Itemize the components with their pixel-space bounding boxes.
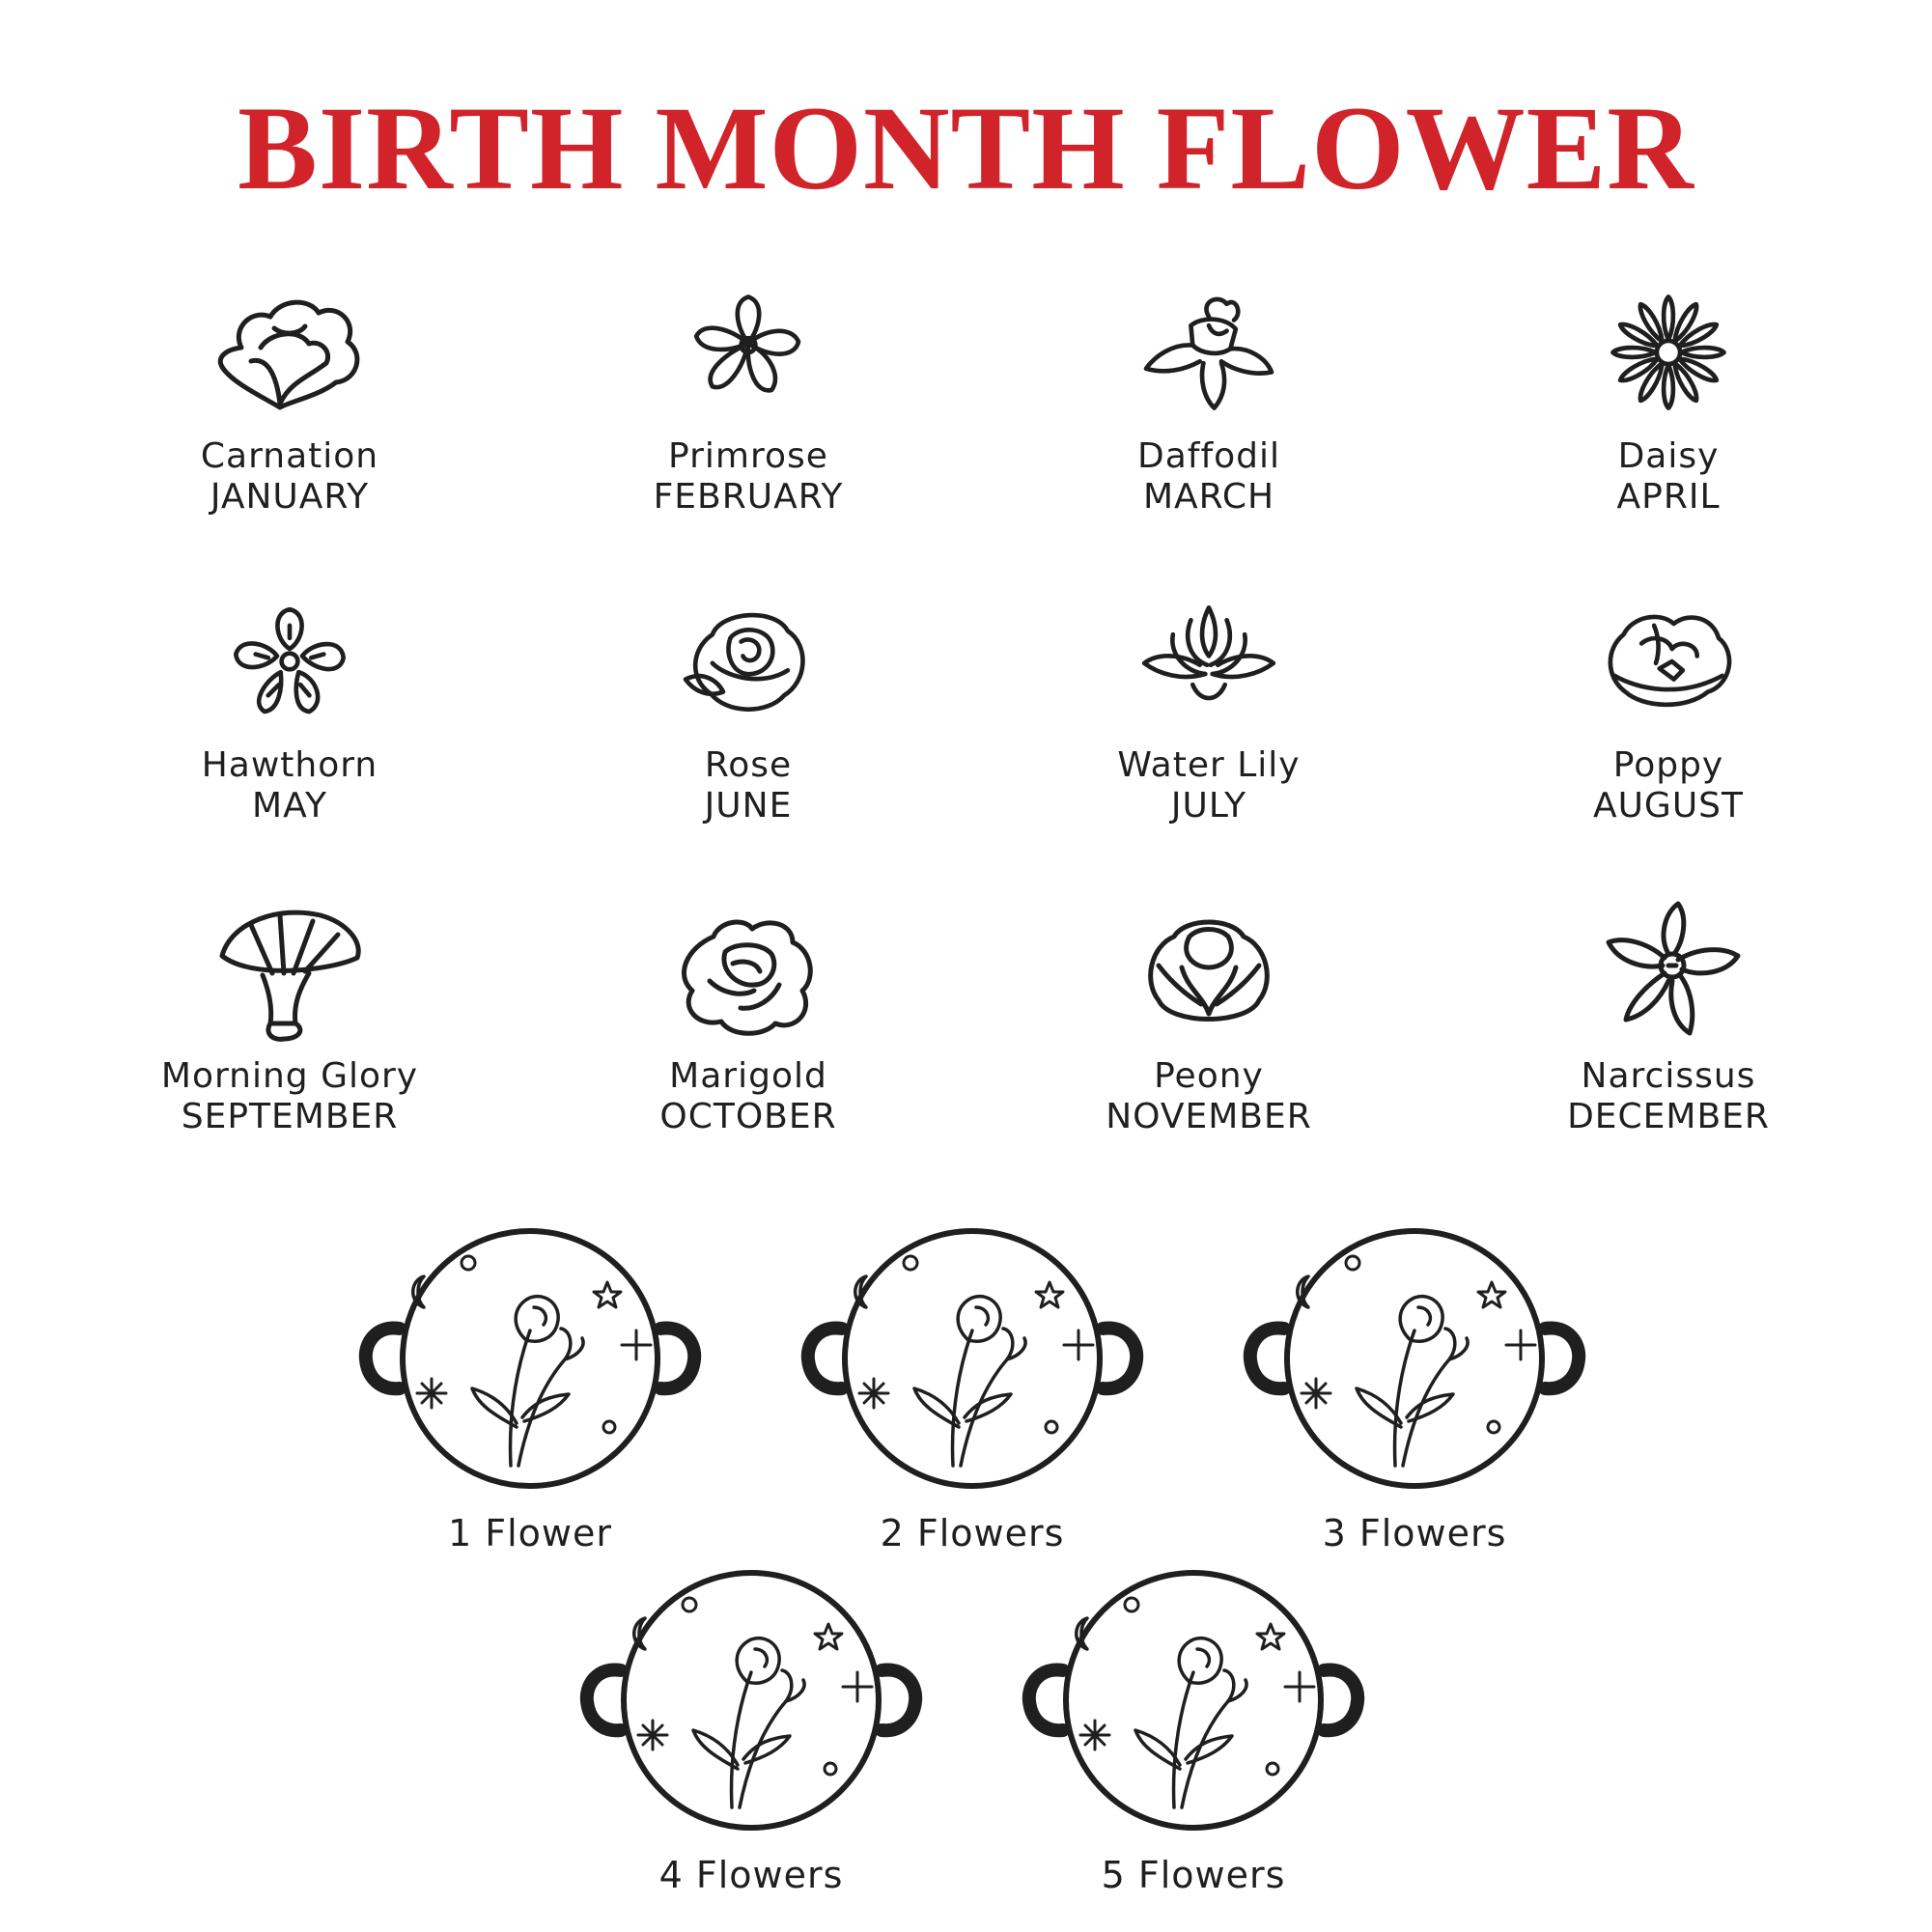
bouquet-charm-icon — [1010, 1566, 1377, 1836]
flower-name: Carnation — [200, 436, 379, 476]
bouquet-charm-icon — [789, 1224, 1156, 1495]
flower-name: Rose — [704, 745, 793, 785]
carnation-icon — [212, 290, 367, 415]
poppy-icon — [1591, 599, 1746, 724]
flower-card-july: Water Lily JULY — [996, 599, 1421, 826]
charm-label: 5 Flowers — [1101, 1854, 1286, 1896]
flower-name: Marigold — [669, 1056, 827, 1096]
flower-card-june: Rose JUNE — [536, 599, 961, 826]
peony-icon — [1132, 908, 1286, 1043]
flower-name: Narcissus — [1581, 1056, 1756, 1096]
flower-name: Primrose — [668, 436, 828, 476]
hawthorn-icon — [222, 599, 357, 724]
daffodil-icon — [1132, 290, 1286, 415]
charm-4-flowers: 4 Flowers — [568, 1566, 935, 1896]
flower-month: MARCH — [1142, 477, 1275, 517]
charm-label: 3 Flowers — [1322, 1512, 1507, 1554]
flower-card-february: Primrose FEBRUARY — [536, 290, 961, 518]
marigold-icon — [671, 908, 826, 1043]
charm-1-flower: 1 Flower — [347, 1224, 714, 1554]
flower-card-january: Carnation JANUARY — [77, 290, 502, 518]
flower-name: Daffodil — [1136, 436, 1280, 476]
morning-glory-icon — [212, 898, 367, 1043]
flower-month: DECEMBER — [1567, 1097, 1770, 1136]
charm-2-flowers: 2 Flowers — [789, 1224, 1156, 1554]
flower-name: Daisy — [1617, 436, 1720, 476]
flower-month: JUNE — [704, 786, 793, 826]
bouquet-charm-icon — [1231, 1224, 1598, 1495]
flower-name: Water Lily — [1117, 745, 1301, 785]
bouquet-charm-icon — [568, 1566, 935, 1836]
charm-label: 4 Flowers — [658, 1854, 844, 1896]
flower-month: APRIL — [1616, 477, 1721, 517]
flower-month: MAY — [252, 786, 327, 826]
flower-card-april: Daisy APRIL — [1456, 290, 1881, 518]
flower-card-august: Poppy AUGUST — [1456, 599, 1881, 826]
flower-month: JANUARY — [210, 477, 370, 517]
flower-month: FEBRUARY — [653, 477, 844, 517]
flower-card-may: Hawthorn MAY — [77, 599, 502, 826]
flower-card-march: Daffodil MARCH — [996, 290, 1421, 518]
bouquet-charm-icon — [347, 1224, 714, 1495]
flower-month: AUGUST — [1592, 786, 1745, 826]
rose-icon — [671, 599, 826, 724]
primrose-icon — [681, 290, 816, 415]
page-title: BIRTH MONTH FLOWER — [238, 82, 1694, 214]
charm-label: 1 Flower — [447, 1512, 612, 1554]
charm-5-flowers: 5 Flowers — [1010, 1566, 1377, 1896]
flower-name: Hawthorn — [201, 745, 378, 785]
flower-month: JULY — [1170, 786, 1247, 826]
flower-card-november: Peony NOVEMBER — [996, 908, 1421, 1137]
charm-3-flowers: 3 Flowers — [1231, 1224, 1598, 1554]
flower-name: Morning Glory — [160, 1056, 419, 1096]
flower-name: Peony — [1154, 1056, 1264, 1096]
flower-card-december: Narcissus DECEMBER — [1456, 898, 1881, 1137]
charm-label: 2 Flowers — [880, 1512, 1065, 1554]
narcissus-icon — [1591, 898, 1746, 1043]
flower-card-september: Morning Glory SEPTEMBER — [77, 898, 502, 1137]
flower-month: OCTOBER — [659, 1097, 837, 1136]
daisy-icon — [1601, 290, 1736, 415]
flower-month: NOVEMBER — [1106, 1097, 1312, 1136]
flower-month: SEPTEMBER — [181, 1097, 399, 1136]
flower-card-october: Marigold OCTOBER — [536, 908, 961, 1137]
water-lily-icon — [1132, 599, 1286, 724]
flower-name: Poppy — [1612, 745, 1724, 785]
